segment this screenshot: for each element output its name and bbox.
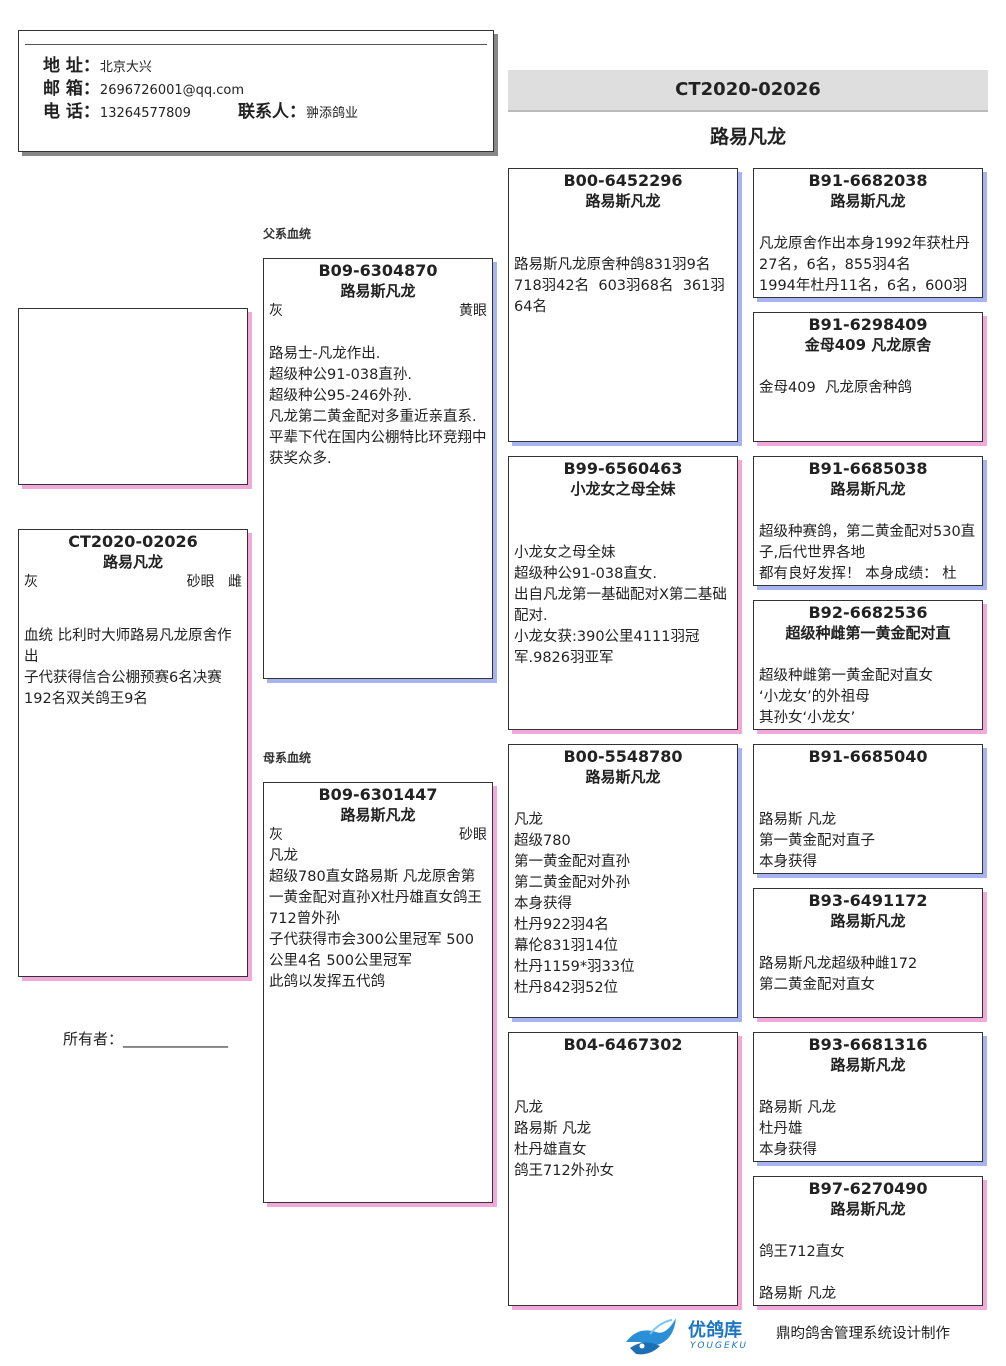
ggp-card-2: B91-6298409 金母409 凡龙原舍 金母409 凡龙原舍种鸽 <box>753 312 983 442</box>
logo-cn: 优鸽库 <box>688 1320 742 1341</box>
card-name <box>754 767 982 787</box>
card-ring: B04-6467302 <box>563 1035 683 1054</box>
card-name: 路易斯凡龙 <box>830 1200 906 1218</box>
footer-credit: 鼎昀鸽舍管理系统设计制作 <box>776 1326 950 1342</box>
card-desc: 路易斯凡龙原舍种鸽831羽9名718羽42名 603羽68名 361羽64名 <box>514 257 725 315</box>
card-desc: 凡龙 超级780 第一黄金配对直孙 第二黄金配对外孙 本身获得 杜丹922羽4名… <box>514 812 635 996</box>
sire-traits: 灰 黄眼 <box>264 301 492 322</box>
ggp-card-7: B93-6681316 路易斯凡龙 路易斯 凡龙 杜丹雄 本身获得 <box>753 1032 983 1162</box>
card-desc: 超级种雌第一黄金配对直女 ‘小龙女’的外祖母 其孙女‘小龙女’ <box>759 668 933 726</box>
footer-logo: 优鸽库 YOUGEKU <box>620 1312 760 1358</box>
address-row: 地 址：北京大兴 <box>43 55 358 78</box>
card-name: 路易斯凡龙 <box>830 912 906 930</box>
grandsire-paternal-card: B00-6452296 路易斯凡龙 路易斯凡龙原舍种鸽831羽9名718羽42名… <box>508 168 738 442</box>
phone-value: 13264577809 <box>99 106 191 121</box>
dam-section-label: 母系血统 <box>263 751 312 765</box>
header-info-box: 地 址：北京大兴 邮 箱：2696726001@qq.com 电 话：13264… <box>18 30 494 152</box>
dam-eye: 砂眼 <box>459 827 487 843</box>
card-name: 路易斯凡龙 <box>830 1056 906 1074</box>
phone-row: 电 话：13264577809 联系人：翀添鸽业 <box>43 101 358 124</box>
title-ring: CT2020-02026 <box>675 79 821 100</box>
email-label: 邮 箱： <box>43 79 100 99</box>
card-desc: 金母409 凡龙原舍种鸽 <box>759 380 912 396</box>
card-ring: B93-6491172 <box>808 891 928 910</box>
sire-section-label: 父系血统 <box>263 227 312 241</box>
subject-desc: 血统 比利时大师路易凡龙原舍作出 子代获得信合公棚预赛6名决赛192名双关鸽王9… <box>24 628 232 707</box>
card-desc: 凡龙原舍作出本身1992年获杜丹27名，6名，855羽4名 1994年杜丹11名… <box>759 236 970 294</box>
dam-name: 路易斯凡龙 <box>340 806 416 824</box>
ggp-card-6: B93-6491172 路易斯凡龙 路易斯凡龙超级种雌172 第二黄金配对直女 <box>753 888 983 1018</box>
sire-desc: 路易士-凡龙作出. 超级种公91-038直孙. 超级种公95-246外孙. 凡龙… <box>269 346 487 467</box>
dam-card: B09-6301447 路易斯凡龙 灰 砂眼 凡龙 超级780直女路易斯 凡龙原… <box>263 782 493 1203</box>
card-ring: B99-6560463 <box>563 459 683 478</box>
dam-desc: 凡龙 超级780直女路易斯 凡龙原舍第一黄金配对直孙X杜丹雄直女鸽王712曾外孙… <box>269 848 482 990</box>
owner-line: 所有者：______________ <box>63 1028 228 1049</box>
card-name: 路易斯凡龙 <box>585 192 661 210</box>
sire-name: 路易斯凡龙 <box>340 282 416 300</box>
card-desc: 路易斯凡龙超级种雌172 第二黄金配对直女 <box>759 956 918 993</box>
header-rule <box>25 44 487 45</box>
card-desc: 小龙女之母全妹 超级种公91-038直女. 出自凡龙第一基础配对X第二基础配对.… <box>514 545 727 666</box>
dam-traits: 灰 砂眼 <box>264 825 492 846</box>
card-desc: 路易斯 凡龙 第一黄金配对直子 本身获得 <box>759 812 875 870</box>
subject-sex: 雌 <box>228 574 242 590</box>
granddam-paternal-card: B99-6560463 小龙女之母全妹 小龙女之母全妹 超级种公91-038直女… <box>508 456 738 730</box>
card-name: 路易斯凡龙 <box>585 768 661 786</box>
card-ring: B91-6682038 <box>808 171 928 190</box>
sire-ring: B09-6304870 <box>318 261 438 280</box>
card-ring: B97-6270490 <box>808 1179 928 1198</box>
owner-blank: ______________ <box>123 1030 229 1048</box>
card-desc: 凡龙 路易斯 凡龙 杜丹雄直女 鸽王712外孙女 <box>514 1100 615 1179</box>
card-desc: 超级种赛鸽，第二黄金配对530直子,后代世界各地 都有良好发挥！ 本身成绩： 杜 <box>759 524 976 582</box>
card-ring: B91-6685038 <box>808 459 928 478</box>
sire-eye: 黄眼 <box>459 303 487 319</box>
address-value: 北京大兴 <box>99 60 152 75</box>
card-desc: 鸽王712直女 路易斯 凡龙 <box>759 1244 845 1302</box>
subject-card: CT2020-02026 路易凡龙 灰 砂眼 雌 血统 比利时大师路易凡龙原舍作… <box>18 529 248 977</box>
owner-label: 所有者： <box>63 1030 124 1048</box>
subject-traits: 灰 砂眼 雌 <box>19 572 247 593</box>
pigeon-photo-frame <box>18 308 248 485</box>
phone-label: 电 话： <box>43 102 100 122</box>
card-ring: B91-6685040 <box>808 747 928 766</box>
ggp-card-5: B91-6685040 路易斯 凡龙 第一黄金配对直子 本身获得 <box>753 744 983 874</box>
logo-en: YOUGEKU <box>690 1341 749 1351</box>
card-ring: B91-6298409 <box>808 315 928 334</box>
dam-color: 灰 <box>269 827 283 843</box>
card-ring: B92-6682536 <box>808 603 928 622</box>
grandsire-maternal-card: B00-5548780 路易斯凡龙 凡龙 超级780 第一黄金配对直孙 第二黄金… <box>508 744 738 1018</box>
title-band: CT2020-02026 <box>508 70 988 112</box>
ggp-card-3: B91-6685038 路易斯凡龙 超级种赛鸽，第二黄金配对530直子,后代世界… <box>753 456 983 586</box>
card-name: 路易斯凡龙 <box>830 480 906 498</box>
card-ring: B93-6681316 <box>808 1035 928 1054</box>
card-name: 金母409 凡龙原舍 <box>804 336 932 354</box>
subject-name: 路易凡龙 <box>102 553 163 571</box>
card-ring: B00-6452296 <box>563 171 683 190</box>
pigeon-logo-icon <box>626 1318 676 1355</box>
subject-eye: 砂眼 <box>186 574 215 590</box>
subject-color: 灰 <box>24 574 38 590</box>
card-desc: 路易斯 凡龙 杜丹雄 本身获得 <box>759 1100 837 1158</box>
granddam-maternal-card: B04-6467302 凡龙 路易斯 凡龙 杜丹雄直女 鸽王712外孙女 <box>508 1032 738 1306</box>
ggp-card-4: B92-6682536 超级种雌第一黄金配对直 超级种雌第一黄金配对直女 ‘小龙… <box>753 600 983 730</box>
ggp-card-8: B97-6270490 路易斯凡龙 鸽王712直女 路易斯 凡龙 <box>753 1176 983 1306</box>
card-name: 小龙女之母全妹 <box>570 480 676 498</box>
address-label: 地 址： <box>43 56 100 76</box>
card-name <box>509 1055 737 1075</box>
card-ring: B00-5548780 <box>563 747 683 766</box>
sire-color: 灰 <box>269 303 283 319</box>
email-value: 2696726001@qq.com <box>99 83 245 98</box>
sire-card: B09-6304870 路易斯凡龙 灰 黄眼 路易士-凡龙作出. 超级种公91-… <box>263 258 493 679</box>
card-name: 超级种雌第一黄金配对直 <box>785 624 951 642</box>
ggp-card-1: B91-6682038 路易斯凡龙 凡龙原舍作出本身1992年获杜丹27名，6名… <box>753 168 983 298</box>
contact-label: 联系人： <box>238 102 306 122</box>
dam-ring: B09-6301447 <box>318 785 438 804</box>
contact-value: 翀添鸽业 <box>306 106 359 121</box>
email-row: 邮 箱：2696726001@qq.com <box>43 78 358 101</box>
title-name: 路易凡龙 <box>709 126 786 148</box>
subject-ring: CT2020-02026 <box>68 532 198 551</box>
card-name: 路易斯凡龙 <box>830 192 906 210</box>
